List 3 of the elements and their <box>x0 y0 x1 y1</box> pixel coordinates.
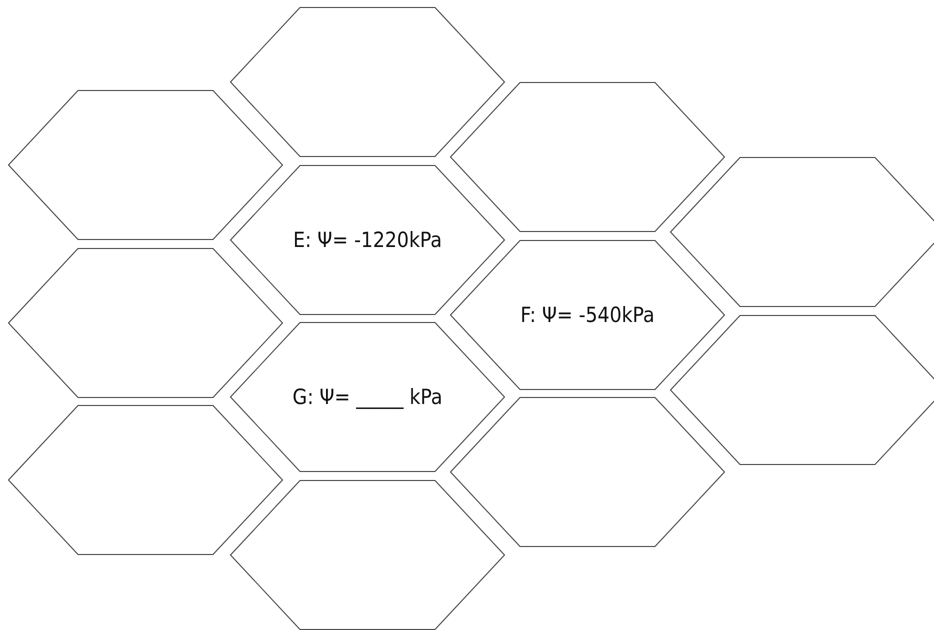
water-potential-label: E: Ψ= -1220kPa <box>293 228 442 252</box>
water-potential-label: F: Ψ= -540kPa <box>520 303 655 327</box>
water-potential-label: G: Ψ= _____ kPa <box>292 385 442 409</box>
